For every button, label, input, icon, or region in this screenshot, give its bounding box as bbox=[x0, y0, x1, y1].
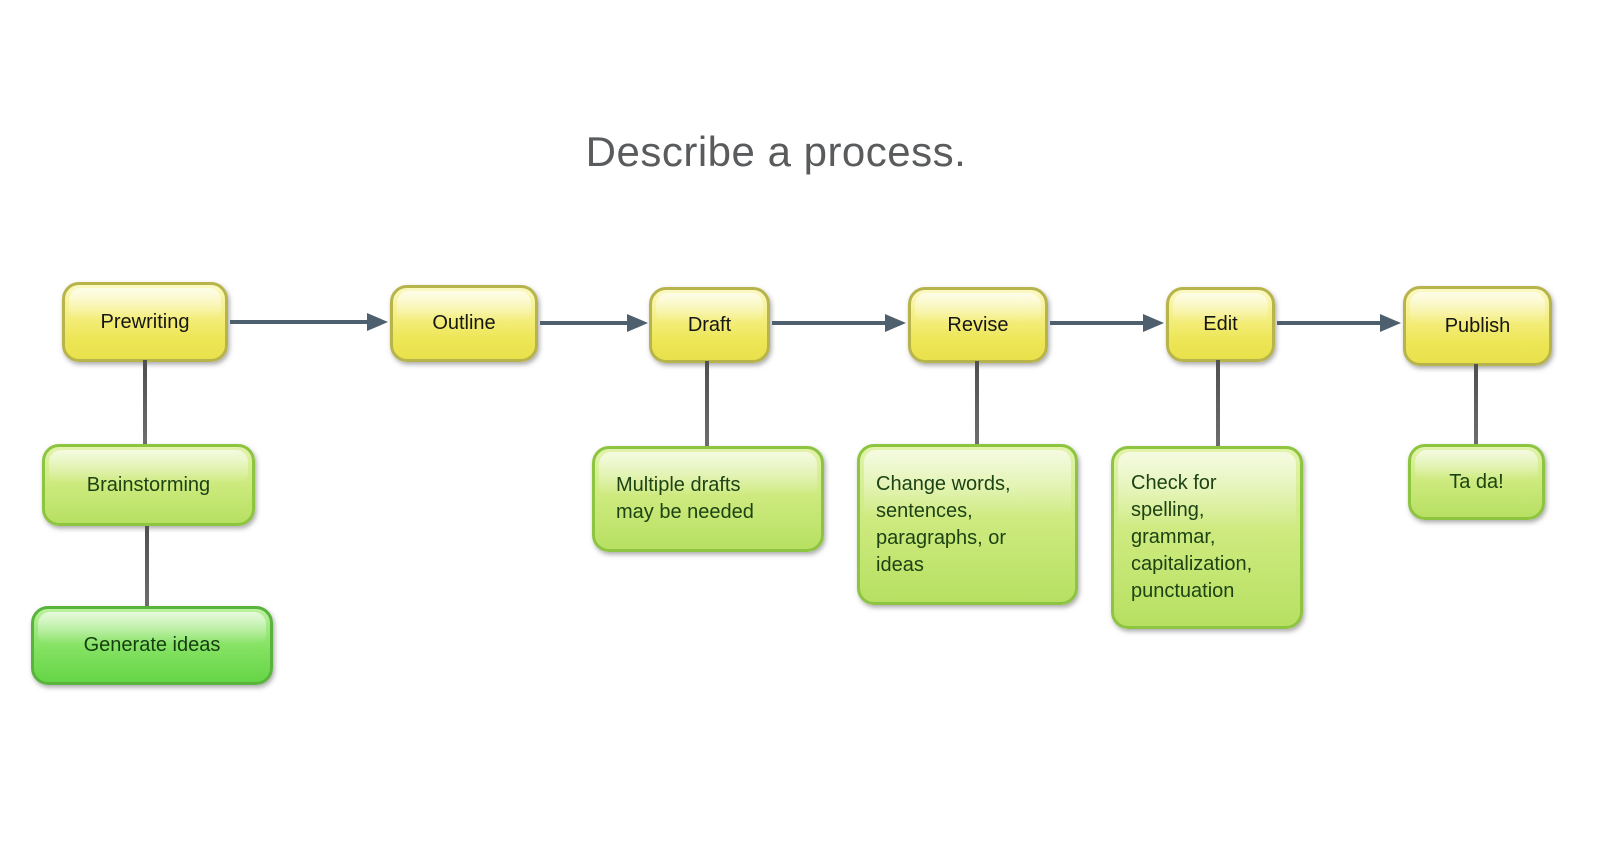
arrow-outline-to-draft bbox=[540, 314, 648, 332]
connector-draft-multiple-drafts bbox=[705, 361, 709, 448]
arrow-head-icon bbox=[1380, 314, 1401, 332]
connector-prewriting-brainstorming bbox=[143, 360, 147, 446]
connector-publish-ta-da bbox=[1474, 364, 1478, 446]
note-change-words: Change words, sentences, paragraphs, or … bbox=[857, 444, 1078, 605]
note-label: Check for spelling, grammar, capitalizat… bbox=[1131, 472, 1253, 602]
arrow-shaft bbox=[772, 321, 885, 325]
note-brainstorming: Brainstorming bbox=[42, 444, 255, 526]
step-edit: Edit bbox=[1166, 287, 1275, 362]
arrow-head-icon bbox=[1143, 314, 1164, 332]
note-label: Ta da! bbox=[1449, 470, 1504, 493]
connector-revise-change-words bbox=[975, 361, 979, 446]
step-draft: Draft bbox=[649, 287, 770, 363]
arrow-revise-to-edit bbox=[1050, 314, 1164, 332]
step-label: Prewriting bbox=[100, 310, 190, 333]
connector-brainstorming-generate-ideas bbox=[145, 524, 149, 608]
note-label: Brainstorming bbox=[86, 473, 211, 496]
arrow-draft-to-revise bbox=[772, 314, 906, 332]
note-generate-ideas: Generate ideas bbox=[31, 606, 273, 685]
step-prewriting: Prewriting bbox=[62, 282, 228, 362]
note-ta-da: Ta da! bbox=[1408, 444, 1545, 520]
arrow-shaft bbox=[1050, 321, 1143, 325]
arrow-head-icon bbox=[367, 313, 388, 331]
note-check-for: Check for spelling, grammar, capitalizat… bbox=[1111, 446, 1303, 629]
note-label: Multiple drafts may be needed bbox=[616, 474, 754, 523]
arrow-shaft bbox=[540, 321, 627, 325]
note-label: Generate ideas bbox=[83, 634, 221, 656]
slide-title: Describe a process. bbox=[585, 128, 967, 175]
note-label: Change words, sentences, paragraphs, or … bbox=[876, 472, 1011, 576]
step-publish: Publish bbox=[1403, 286, 1552, 366]
step-label: Outline bbox=[432, 312, 496, 334]
step-label: Edit bbox=[1203, 313, 1238, 335]
arrow-shaft bbox=[230, 320, 367, 324]
arrow-shaft bbox=[1277, 321, 1380, 325]
connector-edit-check-for bbox=[1216, 360, 1220, 448]
step-label: Draft bbox=[687, 313, 732, 336]
step-revise: Revise bbox=[908, 287, 1048, 363]
step-label: Revise bbox=[947, 313, 1009, 336]
arrow-prewriting-to-outline bbox=[230, 313, 388, 331]
arrow-head-icon bbox=[627, 314, 648, 332]
step-label: Publish bbox=[1444, 314, 1511, 337]
step-outline: Outline bbox=[390, 285, 538, 362]
arrow-head-icon bbox=[885, 314, 906, 332]
note-multiple-drafts: Multiple drafts may be needed bbox=[592, 446, 824, 552]
arrow-edit-to-publish bbox=[1277, 314, 1401, 332]
